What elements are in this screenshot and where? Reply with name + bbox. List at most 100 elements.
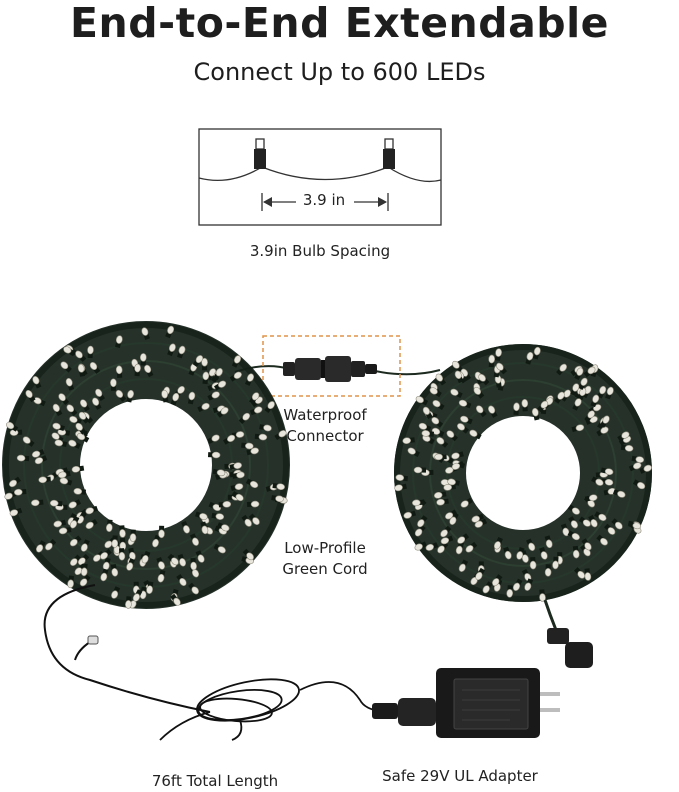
led-bulb [188,582,199,595]
led-bulb [161,389,169,403]
led-bulb [111,535,119,548]
led-bulb [458,399,472,409]
led-bulb [242,548,254,561]
led-bulb [254,433,268,441]
led-bulb [231,355,242,368]
led-bulb [596,534,608,546]
led-bulb [431,416,444,428]
led-bulb [146,581,154,594]
led-bulb [244,373,254,386]
led-bulb [177,553,187,567]
led-bulb [583,366,596,378]
led-bulb [413,466,427,474]
spacing-caption: 3.9in Bulb Spacing [249,242,391,260]
left-coil-bulbs [4,325,288,609]
led-bulb [584,568,592,581]
led-bulb [75,350,87,363]
led-bulb [189,533,199,546]
led-bulb [471,513,485,523]
led-bulb [49,499,63,507]
led-bulb [144,364,154,378]
led-bulb [6,421,19,432]
led-bulb [190,557,197,571]
cord-label-line1: Low-Profile [284,539,366,557]
led-bulb [567,530,580,541]
led-bulb [395,474,409,482]
led-bulb [66,404,78,416]
led-bulb [632,479,646,490]
led-bulb [165,325,175,339]
led-bulb [63,346,76,357]
led-bulb [54,439,68,448]
arrow-left-icon [263,197,272,207]
led-bulb [170,593,181,606]
led-bulb [158,525,165,539]
led-bulb [246,500,260,508]
led-bulb [414,541,428,551]
ul-adapter [372,668,560,738]
led-bulb [241,442,254,450]
led-bulb [458,559,469,572]
led-bulb [16,454,30,462]
led-bulb [556,363,567,376]
led-bulb [554,391,565,404]
led-bulb [597,385,607,399]
led-bulb [141,327,150,340]
led-bulb [222,434,236,445]
led-bulb [469,429,482,440]
led-bulb [574,367,584,381]
led-bulb [69,535,82,547]
led-bulb [80,399,90,412]
led-bulb [229,371,242,382]
led-bulb [9,476,21,488]
led-bulb [422,406,433,419]
led-bulb [402,437,415,445]
led-bulb [560,389,571,402]
led-bulb [207,451,221,459]
led-bulb [126,558,136,571]
led-bulb [218,500,232,508]
led-bulb [460,497,473,508]
led-bulb [415,396,429,406]
connector-label-line1: Waterproof [283,406,367,424]
led-bulb [492,574,503,587]
led-bulb [25,389,36,403]
led-bulb [248,513,260,525]
led-bulb [65,377,75,391]
led-bulb [445,509,458,520]
led-bulb [110,563,119,577]
led-bulb [80,563,88,577]
led-bulb [102,557,111,571]
led-bulb [115,335,123,348]
led-bulb [537,400,549,413]
led-bulb [58,470,71,479]
coiled-black-cord [159,678,386,741]
led-bulb [197,402,210,413]
led-bulb [571,424,585,433]
waterproof-connector [283,356,377,382]
led-bulb [568,516,578,529]
led-bulb [572,545,580,559]
led-bulb [85,518,98,530]
led-bulb [181,520,190,534]
diagram-bulb-right [383,138,395,169]
right-coil-bulbs [394,346,652,602]
led-bulb [596,426,609,437]
diagram-frame [198,128,442,226]
lead-wire [43,584,211,713]
led-bulb [588,514,598,528]
led-bulb [526,538,536,551]
led-bulb [457,423,469,434]
led-bulb [229,462,242,470]
subtitle: Connect Up to 600 LEDs [193,58,486,86]
led-bulb [417,515,428,528]
led-bulb [69,554,82,566]
led-bulb [473,386,485,399]
bulb-spacing-diagram [198,128,442,226]
led-bulb [100,548,112,560]
led-bulb [506,585,514,598]
led-bulb [111,586,121,599]
connector-wire-right [374,369,441,376]
led-bulb [33,397,46,407]
led-bulb [230,483,244,491]
